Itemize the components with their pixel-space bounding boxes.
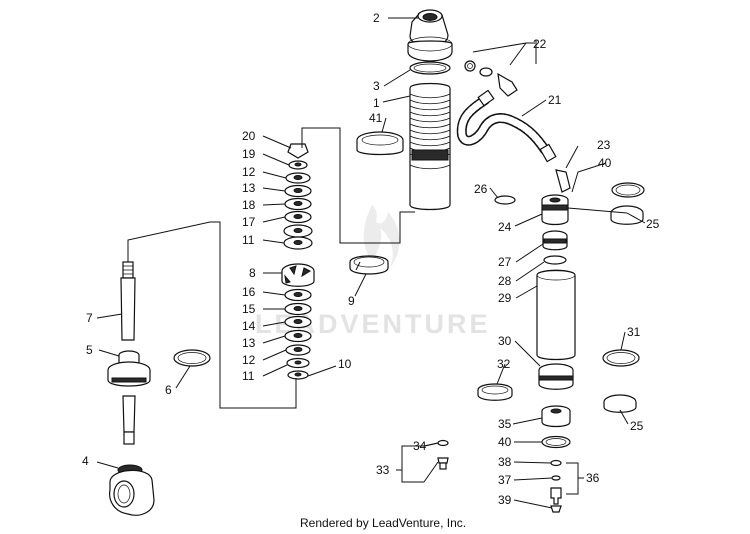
callout-33: 33 xyxy=(376,463,390,477)
screw-39 xyxy=(550,505,562,513)
callout-35: 35 xyxy=(498,417,512,431)
callout-34: 34 xyxy=(413,439,427,453)
spring-body-1 xyxy=(409,82,451,211)
callout-37: 37 xyxy=(498,473,512,487)
callout-27: 27 xyxy=(498,255,512,269)
callout-4: 4 xyxy=(82,454,89,468)
valve-small-parts xyxy=(550,459,562,513)
o-ring-40-top xyxy=(611,182,645,198)
valve-stack xyxy=(281,143,315,380)
callout-15: 15 xyxy=(242,302,256,316)
callout-21: 21 xyxy=(548,93,562,107)
callout-39: 39 xyxy=(498,493,512,507)
callout-38: 38 xyxy=(498,455,512,469)
callout-2: 2 xyxy=(373,11,380,25)
end-cap-30 xyxy=(538,363,574,390)
callout-28: 28 xyxy=(498,274,512,288)
leader-lines xyxy=(96,17,646,509)
callout-11a: 11 xyxy=(242,233,255,247)
callout-9: 9 xyxy=(348,294,355,308)
shock-eyelet-top xyxy=(407,9,453,62)
adjuster-36 xyxy=(550,487,562,505)
callout-10: 10 xyxy=(338,357,352,371)
hose-21 xyxy=(456,89,557,163)
eyelet-4 xyxy=(109,464,155,516)
piston-ring-9 xyxy=(349,255,389,275)
callout-23: 23 xyxy=(597,138,611,152)
part-37 xyxy=(551,475,561,481)
footer-credit: Rendered by LeadVenture, Inc. xyxy=(300,516,466,530)
callout-25a: 25 xyxy=(646,217,660,231)
callout-14: 14 xyxy=(242,319,256,333)
ifp-27 xyxy=(542,230,568,251)
shaft-7 xyxy=(120,261,136,341)
callout-36: 36 xyxy=(586,471,600,485)
o-ring-3 xyxy=(409,61,451,75)
callout-11b: 11 xyxy=(242,369,255,383)
washer-34 xyxy=(437,439,449,447)
callout-18: 18 xyxy=(242,198,256,212)
o-ring-6 xyxy=(173,349,211,367)
snap-ring-26 xyxy=(494,195,516,205)
callout-1: 1 xyxy=(373,96,380,110)
callout-13a: 13 xyxy=(242,181,256,195)
elbow-fitting-23 xyxy=(555,169,571,193)
reservoir-cap-24 xyxy=(541,194,569,226)
callout-13b: 13 xyxy=(242,336,256,350)
seal-25-bottom xyxy=(603,394,637,413)
callout-40b: 40 xyxy=(498,435,512,449)
callout-22: 22 xyxy=(533,37,547,51)
callout-20: 20 xyxy=(242,129,256,143)
callout-32: 32 xyxy=(497,357,511,371)
callout-24: 24 xyxy=(498,220,512,234)
flame-logo-icon xyxy=(363,205,400,268)
callout-5: 5 xyxy=(86,343,93,357)
callout-40a: 40 xyxy=(598,156,612,170)
o-ring-28 xyxy=(543,255,567,265)
o-ring-31 xyxy=(602,349,640,367)
shaft-lower xyxy=(122,395,136,445)
callout-labels: 2 22 3 1 21 41 20 23 19 40 12 26 13 18 1… xyxy=(82,11,660,507)
callout-29: 29 xyxy=(498,291,512,305)
seal-head-5 xyxy=(107,350,151,387)
hose-fitting-22 xyxy=(464,60,518,97)
reservoir-body-29 xyxy=(536,269,576,361)
nut-20 xyxy=(287,143,309,159)
callout-12b: 12 xyxy=(242,353,256,367)
callout-7: 7 xyxy=(86,311,93,325)
part-38 xyxy=(550,459,562,467)
callout-30: 30 xyxy=(498,334,512,348)
callout-31: 31 xyxy=(627,325,641,339)
bolt-33 xyxy=(437,439,449,470)
o-ring-40-bottom xyxy=(541,435,571,449)
callout-26: 26 xyxy=(474,182,488,196)
spring-retainer-41 xyxy=(356,131,404,156)
valve-body-35 xyxy=(541,405,571,428)
callout-19: 19 xyxy=(242,147,256,161)
callout-17: 17 xyxy=(242,215,256,229)
seal-25-top xyxy=(610,205,644,225)
callout-41: 41 xyxy=(369,111,383,125)
callout-6: 6 xyxy=(165,383,172,397)
callout-16: 16 xyxy=(242,285,256,299)
spacer-32 xyxy=(477,383,513,401)
callout-25b: 25 xyxy=(630,419,644,433)
callout-12a: 12 xyxy=(242,165,256,179)
callout-8: 8 xyxy=(249,266,256,280)
callout-3: 3 xyxy=(373,79,380,93)
